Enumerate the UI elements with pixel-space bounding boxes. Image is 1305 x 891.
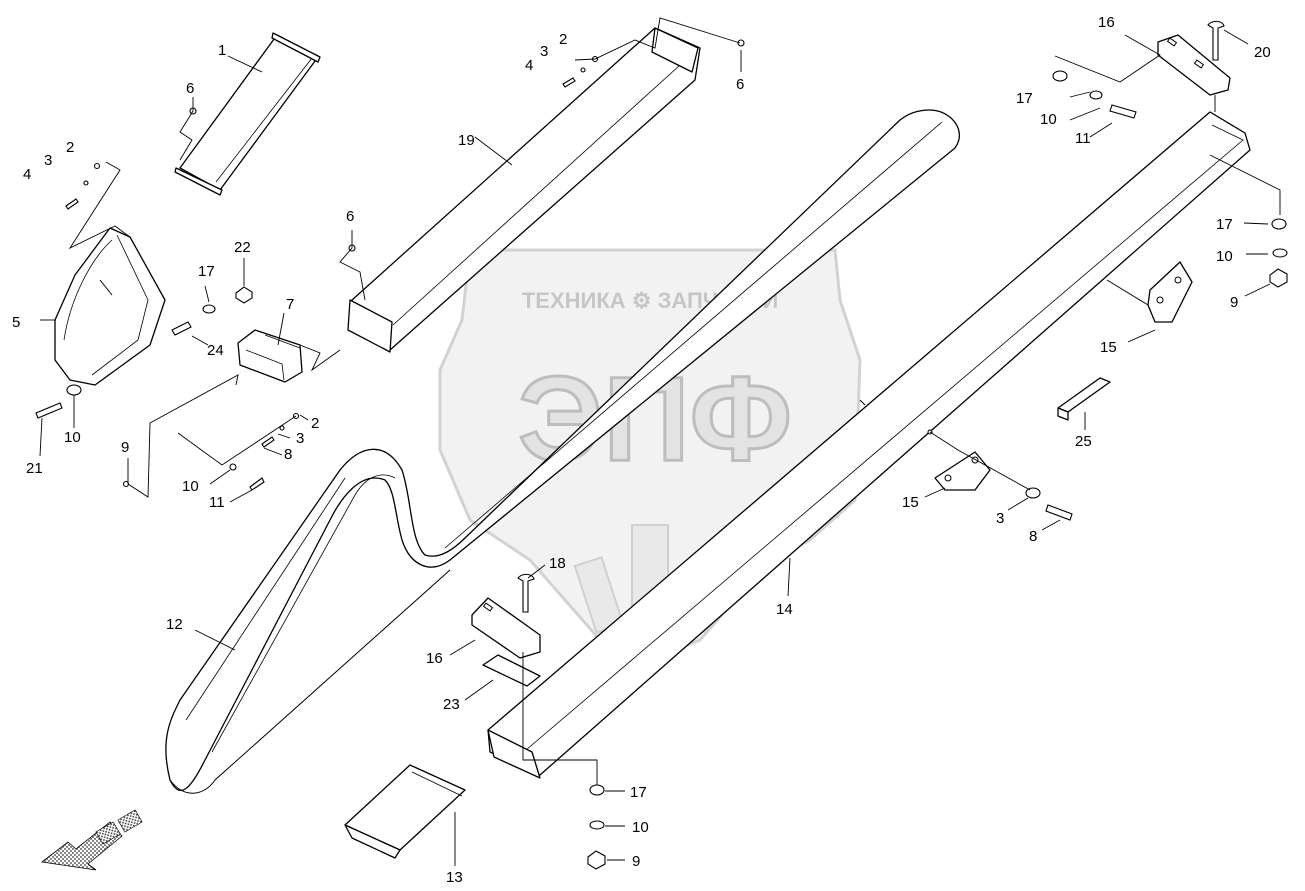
callout-2: 2: [559, 31, 567, 48]
callout-23: 23: [443, 696, 460, 713]
callout-8: 8: [1029, 528, 1037, 545]
callout-4: 4: [23, 166, 31, 183]
callout-20: 20: [1254, 44, 1271, 61]
callout-3: 3: [996, 510, 1004, 527]
callout-5: 5: [12, 314, 20, 331]
callout-13: 13: [446, 869, 463, 886]
callout-9: 9: [121, 439, 129, 456]
part-25-key: [1057, 377, 1111, 421]
callout-10: 10: [1216, 248, 1233, 265]
part-19-channel: [347, 27, 701, 353]
part-23-shim: [482, 654, 541, 687]
callout-labels: 1 6 2 3 4 5 22 17 7 24 21 10 9 2 3 8 10 …: [12, 14, 1271, 886]
callout-3: 3: [44, 152, 52, 169]
callout-14: 14: [776, 601, 793, 618]
callout-15: 15: [902, 494, 919, 511]
part-16-plate-upper: [1157, 34, 1231, 96]
part-16-plate-lower: [471, 597, 541, 659]
callout-17: 17: [198, 263, 215, 280]
callout-9: 9: [632, 853, 640, 870]
callout-6: 6: [736, 76, 744, 93]
callout-7: 7: [286, 296, 294, 313]
callout-15: 15: [1100, 339, 1117, 356]
callout-17: 17: [630, 784, 647, 801]
part-1-chute: [174, 32, 321, 196]
callout-10: 10: [1040, 111, 1057, 128]
callout-10: 10: [182, 478, 199, 495]
callout-11: 11: [1075, 130, 1091, 147]
callout-10: 10: [64, 429, 81, 446]
callout-1: 1: [218, 42, 226, 59]
leader-lines: [39, 17, 1281, 866]
callout-17: 17: [1216, 216, 1233, 233]
callout-22: 22: [234, 239, 251, 256]
callout-25: 25: [1075, 433, 1092, 450]
callout-12: 12: [166, 616, 183, 633]
callout-8: 8: [284, 446, 292, 463]
callout-21: 21: [26, 460, 43, 477]
callout-2: 2: [66, 139, 74, 156]
callout-16: 16: [426, 650, 443, 667]
callout-18: 18: [549, 555, 566, 572]
part-5-guard: [54, 227, 166, 386]
callout-4: 4: [525, 57, 533, 74]
callout-9: 9: [1230, 294, 1238, 311]
callout-24: 24: [207, 342, 224, 359]
part-14-channel: [487, 111, 1251, 779]
callout-3: 3: [540, 43, 548, 60]
direction-arrow: [41, 809, 143, 871]
callout-3: 3: [296, 430, 304, 447]
callout-2: 2: [311, 415, 319, 432]
hardware: [35, 20, 1288, 870]
callout-17: 17: [1016, 90, 1033, 107]
part-7-bracket: [237, 329, 303, 383]
callout-16: 16: [1098, 14, 1115, 31]
part-12-belt: [165, 109, 961, 794]
callout-6: 6: [346, 208, 354, 225]
callout-11: 11: [209, 494, 225, 511]
part-13-cover: [344, 764, 466, 859]
callout-6: 6: [186, 80, 194, 97]
part-15-plate-lower: [934, 451, 991, 491]
part-15-plate-upper: [1147, 261, 1193, 323]
callout-19: 19: [458, 132, 475, 149]
callout-10: 10: [632, 819, 649, 836]
